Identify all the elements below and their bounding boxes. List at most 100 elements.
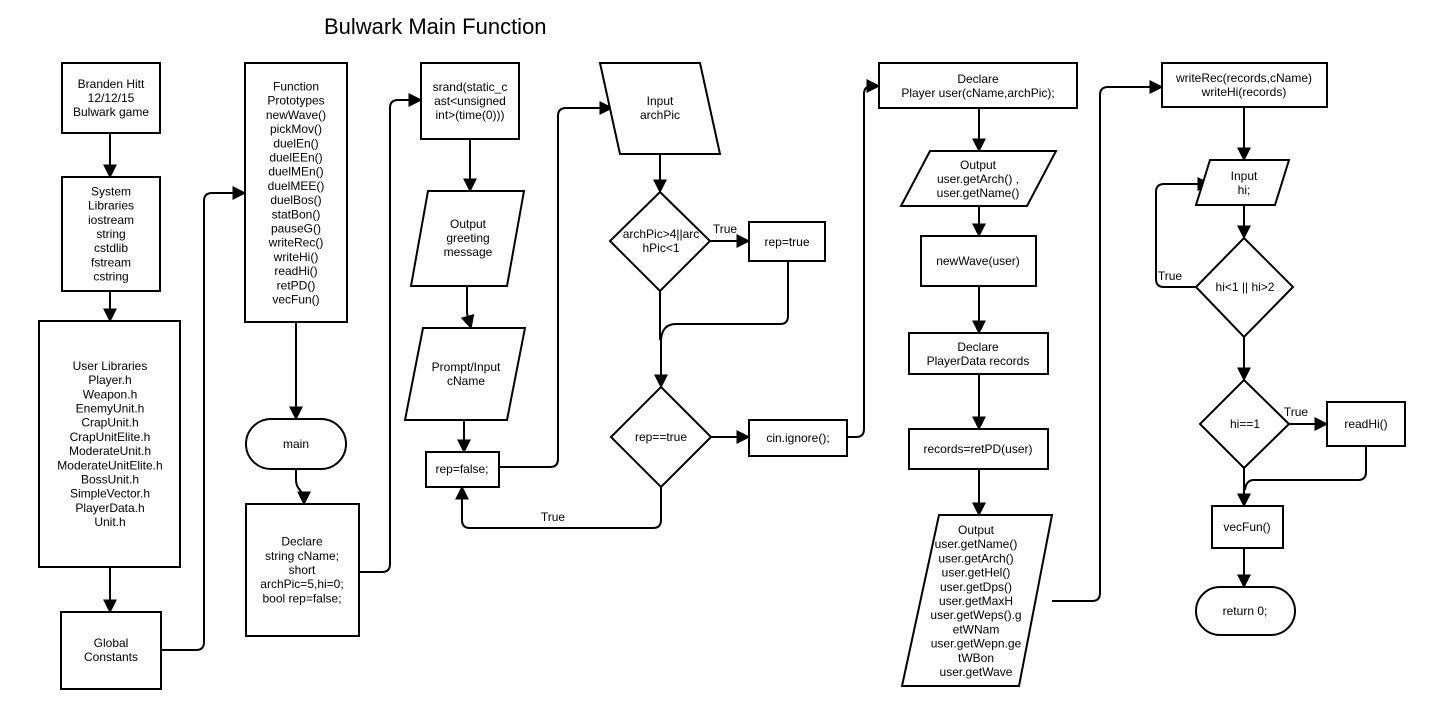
node-vec-fun-label: vecFun() [1223,520,1270,534]
label-line: Declare [957,340,999,354]
node-rep-true-label: rep=true [764,235,809,249]
node-cin-ignore-label: cin.ignore(); [766,431,829,445]
label-line: user.getWeps().g [930,608,1021,622]
node-read-hi-label: readHi() [1344,417,1387,431]
label-line: Bulwark game [73,105,149,119]
label-line: readHi() [1344,417,1387,431]
node-rep-false: rep=false; [425,451,500,488]
node-return-zero: return 0; [1195,586,1296,636]
label-line: duelBos() [270,193,321,207]
node-hi-eq-check-label: hi==1 [1230,417,1260,431]
label-line: PlayerData records [927,354,1030,368]
node-main-label: main [283,437,309,451]
node-main: main [245,418,347,470]
label-line: writeHi() [273,250,319,264]
label-line: System [91,184,131,198]
label-line: newWave(user) [936,254,1020,268]
label-line: Output [958,523,995,537]
label-line: user.getArch() , [937,172,1019,186]
edge-labels: True True True True [541,222,1309,524]
label-line: message [444,245,493,259]
label-line: rep=false; [435,462,488,476]
label-line: duelEn() [273,136,318,150]
edge-greeting-to-prompt [460,286,475,330]
label-line: hi==1 [1230,417,1260,431]
node-records-retpd: records=retPD(user) [908,428,1049,470]
label-line: pickMov() [270,122,322,136]
label-line: archPic=5,hi=0; [260,577,343,591]
edge-stats-to-writerec [1052,80,1164,602]
label-line: writeHi(records) [1201,85,1287,99]
label-line: 12/12/15 [88,91,135,105]
node-new-wave: newWave(user) [920,235,1037,287]
label-line: duelMEn() [268,165,323,179]
label-line: hi; [1238,183,1251,197]
label-line: PlayerData.h [75,501,144,515]
label-line: hPic<1 [642,241,679,255]
node-cin-ignore: cin.ignore(); [748,419,848,457]
label-line: CrapUnit.h [81,416,138,430]
edge-cin-to-declareplayer [847,79,881,438]
label-line: user.getDps() [940,580,1012,594]
label-line: readHi() [274,264,317,278]
label-line: CrapUnitElite.h [70,430,151,444]
label-line: Output [960,158,997,172]
label-line: Player user(cName,archPic); [901,86,1054,100]
label-line: Input [1231,169,1258,183]
edge-reptrue-merge [660,261,789,341]
node-rep-false-label: rep=false; [435,462,488,476]
edges [103,79,1367,651]
label-line: int>(time(0))) [435,108,504,122]
label-line: user.getName() [937,186,1020,200]
label-line: Prototypes [267,94,324,108]
label-line: Weapon.h [83,387,138,401]
label-line: BossUnit.h [81,473,139,487]
label-line: Prompt/Input [432,360,501,374]
label-line: rep=true [764,235,809,249]
node-hi-eq-check: hi==1 [1198,378,1291,470]
label-line: Global [94,636,129,650]
label-line: ast<unsigned [434,94,506,108]
edge-main-to-declare [295,469,311,506]
label-line: newWave() [266,108,326,122]
label-line: etWNam [953,622,1000,636]
node-hi-range-check-label: hi<1 || hi>2 [1216,280,1275,294]
edge-label-rep-loop-true: True [541,510,566,524]
label-line: cName [447,374,485,388]
label-line: EnemyUnit.h [76,402,145,416]
label-line: greeting [446,231,489,245]
label-line: statBon() [272,207,321,221]
label-line: Branden Hitt [78,77,145,91]
node-return-zero-label: return 0; [1223,604,1268,618]
label-line: Declare [281,535,323,549]
label-line: writeRec(records,cName) [1175,71,1312,85]
